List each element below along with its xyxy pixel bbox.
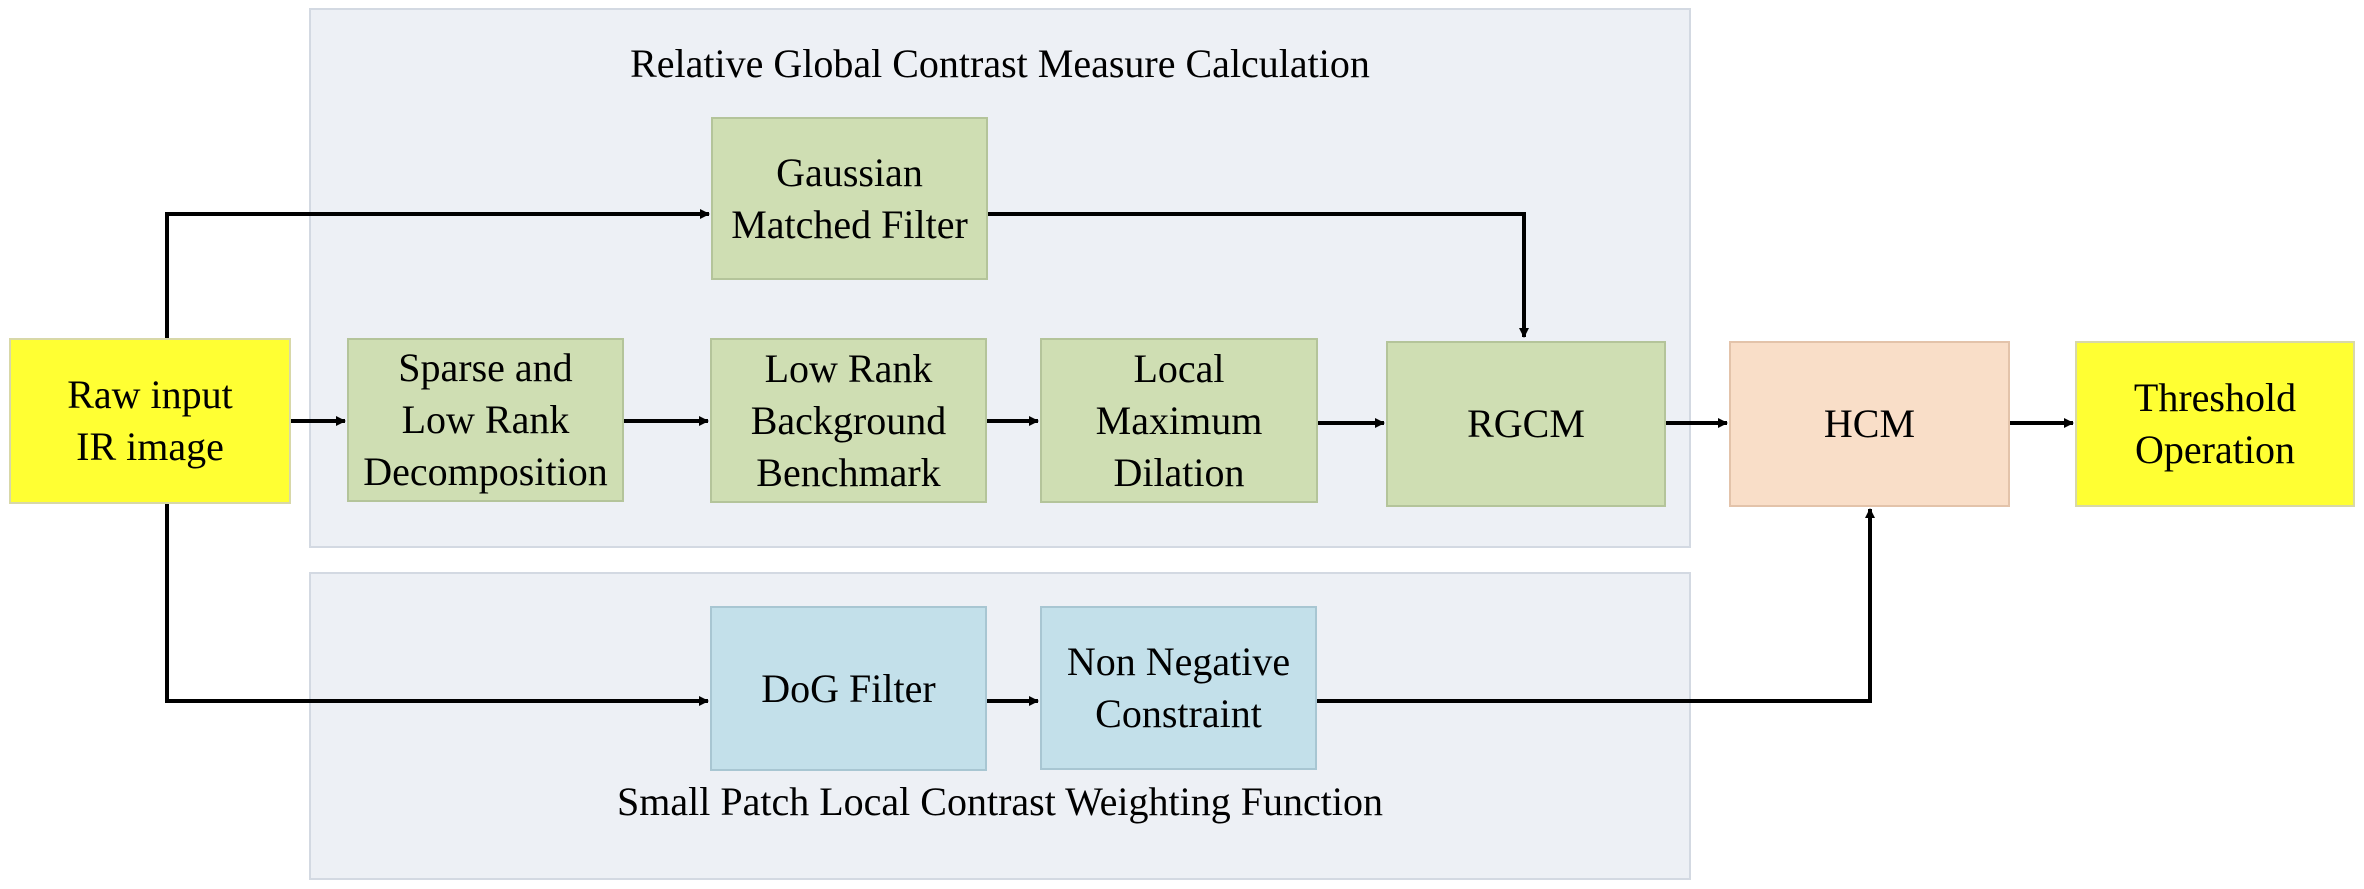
- hcm-label: HCM: [1823, 401, 1916, 446]
- low-rank-benchmark-node: Low Rank Background Benchmark: [710, 338, 987, 503]
- hcm-node: HCM: [1729, 341, 2010, 507]
- sparse-decomposition-label: Sparse and Low Rank Decomposition: [363, 345, 608, 494]
- weighting-region: Small Patch Local Contrast Weighting Fun…: [309, 572, 1691, 880]
- weighting-region-title: Small Patch Local Contrast Weighting Fun…: [617, 779, 1383, 824]
- threshold-operation-node: Threshold Operation: [2075, 341, 2355, 507]
- raw-input-label: Raw input IR image: [67, 372, 233, 469]
- non-negative-constraint-node: Non Negative Constraint: [1040, 606, 1317, 770]
- local-maximum-dilation-node: Local Maximum Dilation: [1040, 338, 1318, 503]
- rgcm-region-title: Relative Global Contrast Measure Calcula…: [630, 41, 1370, 86]
- sparse-decomposition-node: Sparse and Low Rank Decomposition: [347, 338, 624, 502]
- raw-input-node: Raw input IR image: [9, 338, 291, 504]
- arrow-raw-to-dog: [165, 504, 709, 706]
- dog-filter-node: DoG Filter: [710, 606, 987, 771]
- local-maximum-dilation-label: Local Maximum Dilation: [1095, 345, 1263, 495]
- rgcm-node: RGCM: [1386, 341, 1666, 507]
- arrow-raw-to-gaussian: [165, 209, 710, 338]
- rgcm-label: RGCM: [1467, 401, 1585, 446]
- low-rank-benchmark-label: Low Rank Background Benchmark: [750, 345, 947, 495]
- arrow-gaussian-to-rgcm: [988, 212, 1529, 338]
- threshold-operation-label: Threshold Operation: [2133, 375, 2297, 472]
- arrow-non-negative-to-hcm: [1317, 508, 1875, 703]
- gaussian-filter-node: Gaussian Matched Filter: [711, 117, 988, 280]
- dog-filter-label: DoG Filter: [761, 665, 936, 711]
- non-negative-constraint-label: Non Negative Constraint: [1066, 639, 1291, 736]
- gaussian-filter-label: Gaussian Matched Filter: [731, 149, 968, 247]
